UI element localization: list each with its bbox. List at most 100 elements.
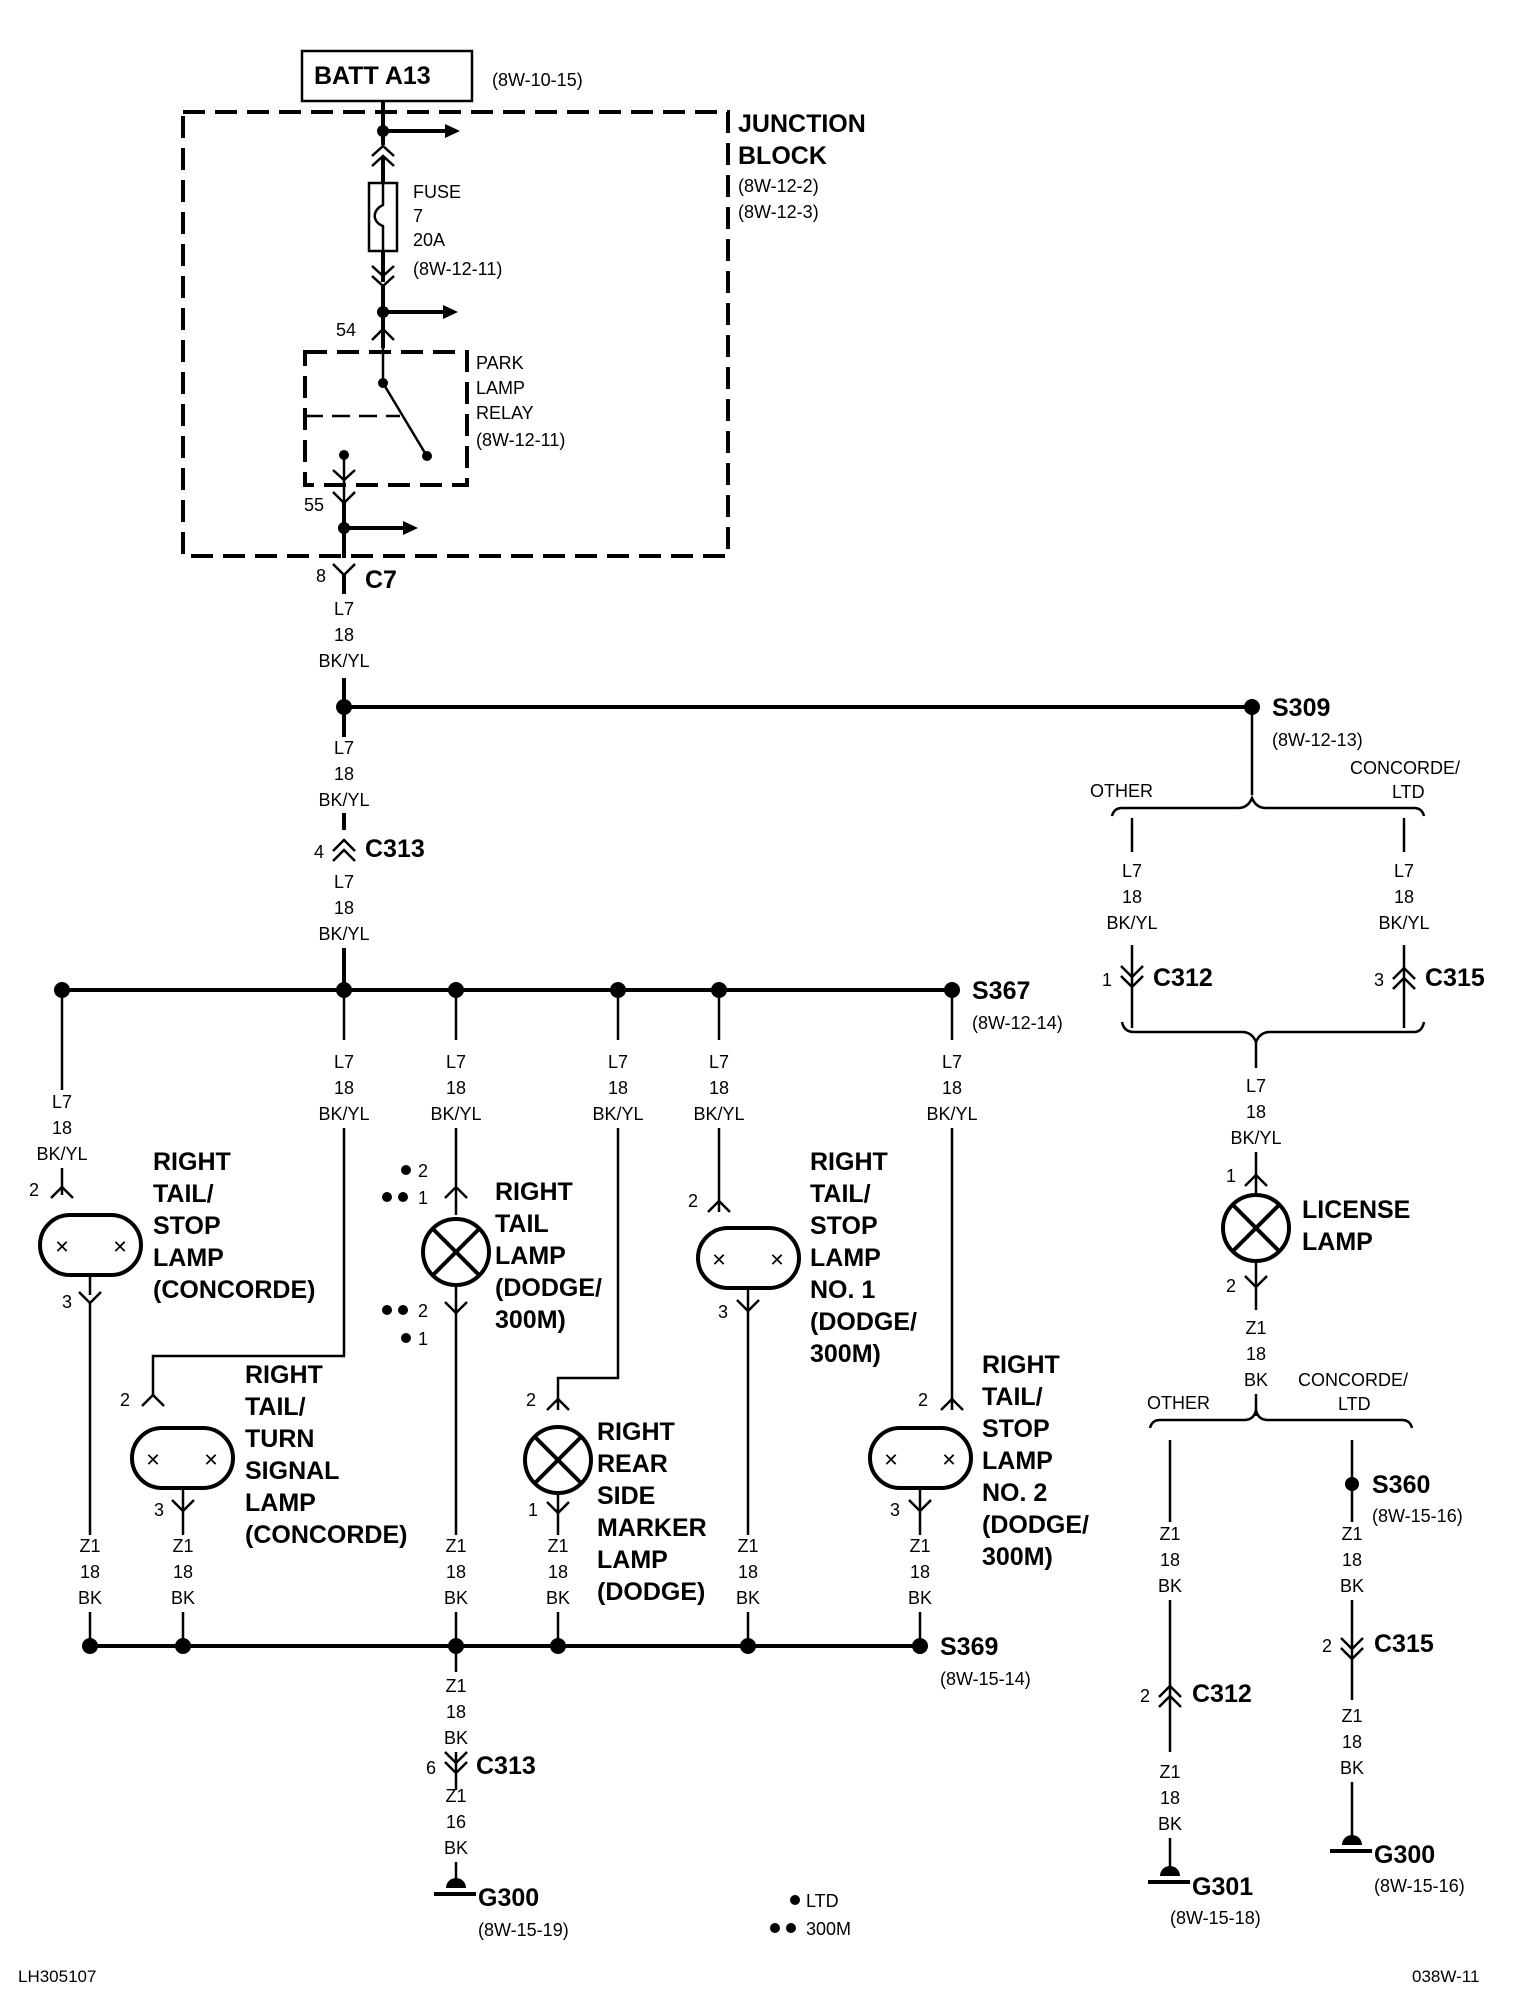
fuse-7: FUSE 7 20A (8W-12-11) (367, 181, 502, 279)
svg-text:(8W-15-18): (8W-15-18) (1170, 1908, 1261, 1928)
svg-text:TAIL/: TAIL/ (810, 1180, 871, 1208)
svg-text:2: 2 (1140, 1686, 1150, 1706)
connector-c7: 8 C7 (316, 563, 397, 594)
svg-text:BK/YL: BK/YL (1106, 913, 1157, 933)
svg-text:(8W-12-11): (8W-12-11) (476, 430, 565, 450)
svg-text:CONCORDE/: CONCORDE/ (1298, 1370, 1408, 1390)
lamp-concorde-tail-stop: 2 ✕ ✕ 3 RIGHT TAIL/ STOP LAMP (CONCORDE) (29, 1148, 316, 1535)
ground-g300-left-branch: Z1 18 BK 6 C313 Z1 16 BK (426, 1654, 536, 1888)
svg-text:BK: BK (444, 1728, 468, 1748)
svg-text:BK: BK (546, 1588, 570, 1608)
svg-text:3: 3 (1374, 970, 1384, 990)
svg-text:MARKER: MARKER (597, 1514, 707, 1542)
svg-text:1: 1 (418, 1188, 428, 1208)
svg-text:LAMP: LAMP (1302, 1228, 1373, 1256)
svg-text:L7: L7 (1122, 861, 1142, 881)
svg-text:Z1: Z1 (1341, 1524, 1362, 1544)
wire-l7-drop-concorde-turn: L7 18 BK/YL (151, 998, 370, 1395)
svg-text:BK: BK (444, 1838, 468, 1858)
svg-text:G300: G300 (1374, 1841, 1435, 1869)
svg-text:(8W-15-19): (8W-15-19) (478, 1920, 569, 1940)
svg-text:(DODGE/: (DODGE/ (495, 1274, 602, 1302)
svg-text:(8W-12-3): (8W-12-3) (738, 202, 819, 222)
svg-text:(8W-12-14): (8W-12-14) (972, 1013, 1063, 1033)
svg-text:Z1: Z1 (445, 1676, 466, 1696)
svg-text:Z1: Z1 (1341, 1706, 1362, 1726)
svg-text:✕: ✕ (145, 1450, 160, 1470)
svg-text:L7: L7 (446, 1052, 466, 1072)
svg-text:RIGHT: RIGHT (245, 1361, 323, 1389)
svg-text:✕: ✕ (54, 1237, 69, 1257)
svg-text:C312: C312 (1153, 964, 1213, 992)
svg-text:300M: 300M (806, 1919, 851, 1939)
fuse-output-wire: 54 (336, 251, 458, 348)
svg-text:16: 16 (446, 1812, 466, 1832)
wire-l7-drop-stop2: L7 18 BK/YL (926, 998, 978, 1410)
svg-text:BLOCK: BLOCK (738, 142, 827, 170)
svg-text:18: 18 (334, 1078, 354, 1098)
svg-text:(8W-15-16): (8W-15-16) (1372, 1506, 1463, 1526)
connector-c313-top: 4 C313 L7 18 BK/YL (314, 835, 425, 990)
svg-text:LAMP: LAMP (476, 378, 525, 398)
svg-text:(8W-12-13): (8W-12-13) (1272, 730, 1363, 750)
svg-text:2: 2 (688, 1191, 698, 1211)
svg-text:LTD: LTD (1338, 1394, 1371, 1414)
svg-text:BK: BK (1340, 1758, 1364, 1778)
svg-text:✕: ✕ (203, 1450, 218, 1470)
svg-text:LAMP: LAMP (153, 1244, 224, 1272)
svg-text:CONCORDE/: CONCORDE/ (1350, 758, 1460, 778)
svg-text:Z1: Z1 (737, 1536, 758, 1556)
svg-text:55: 55 (304, 495, 324, 515)
svg-text:18: 18 (548, 1562, 568, 1582)
svg-text:TAIL: TAIL (495, 1210, 549, 1238)
svg-text:C313: C313 (365, 835, 425, 863)
svg-text:LTD: LTD (1392, 782, 1425, 802)
svg-text:BK/YL: BK/YL (693, 1104, 744, 1124)
junction-block-label: JUNCTION BLOCK (8W-12-2) (8W-12-3) (738, 110, 866, 222)
svg-text:OTHER: OTHER (1147, 1393, 1210, 1413)
svg-text:54: 54 (336, 320, 356, 340)
lamp-tail-stop-no1: 2 ✕ ✕ 3 RIGHT TAIL/ STOP LAMP NO. 1 (DOD… (688, 1148, 917, 1535)
battery-feed-wire (371, 101, 460, 183)
svg-text:JUNCTION: JUNCTION (738, 110, 866, 138)
svg-text:BK/YL: BK/YL (1378, 913, 1429, 933)
svg-text:S309: S309 (1272, 694, 1330, 722)
svg-text:(8W-12-11): (8W-12-11) (413, 259, 502, 279)
svg-text:LAMP: LAMP (810, 1244, 881, 1272)
svg-text:BK/YL: BK/YL (318, 651, 369, 671)
svg-text:(CONCORDE): (CONCORDE) (245, 1521, 408, 1549)
svg-text:18: 18 (446, 1562, 466, 1582)
svg-text:Z1: Z1 (909, 1536, 930, 1556)
svg-text:BK/YL: BK/YL (430, 1104, 481, 1124)
ground-g301: G301 (8W-15-18) (1148, 1866, 1261, 1928)
svg-text:S369: S369 (940, 1633, 998, 1661)
svg-text:18: 18 (446, 1702, 466, 1722)
svg-text:BK/YL: BK/YL (318, 1104, 369, 1124)
battery-source: BATT A13 (8W-10-15) (300, 49, 583, 103)
svg-text:NO. 1: NO. 1 (810, 1276, 875, 1304)
legend: LTD 300M (770, 1891, 851, 1939)
svg-text:18: 18 (446, 1078, 466, 1098)
junction-block-outline (181, 110, 730, 558)
svg-text:18: 18 (173, 1562, 193, 1582)
svg-text:✕: ✕ (711, 1250, 726, 1270)
svg-text:✕: ✕ (883, 1450, 898, 1470)
svg-text:18: 18 (1160, 1550, 1180, 1570)
svg-text:BK: BK (1158, 1814, 1182, 1834)
svg-text:BATT A13: BATT A13 (314, 62, 431, 90)
svg-text:LICENSE: LICENSE (1302, 1196, 1410, 1224)
branch-merge-license: L7 18 BK/YL (1120, 1021, 1426, 1195)
svg-text:1: 1 (528, 1500, 538, 1520)
svg-text:(DODGE): (DODGE) (597, 1578, 705, 1606)
svg-text:20A: 20A (413, 230, 445, 250)
svg-text:18: 18 (1246, 1344, 1266, 1364)
wire-l7-concorde-c315: L7 18 BK/YL 3 C315 (1374, 818, 1485, 1028)
svg-text:C313: C313 (476, 1752, 536, 1780)
wire-l7-main: L7 18 BK/YL L7 18 BK/YL (318, 575, 370, 830)
svg-text:1: 1 (1102, 970, 1112, 990)
svg-text:Z1: Z1 (1245, 1318, 1266, 1338)
wire-l7-drop-concorde-stop: L7 18 BK/YL (36, 998, 88, 1195)
svg-text:TAIL/: TAIL/ (245, 1393, 306, 1421)
lamp-tail-stop-no2: 2 ✕ ✕ 3 RIGHT TAIL/ STOP LAMP NO. 2 (DOD… (868, 1351, 1089, 1571)
svg-text:(8W-10-15): (8W-10-15) (492, 70, 583, 90)
